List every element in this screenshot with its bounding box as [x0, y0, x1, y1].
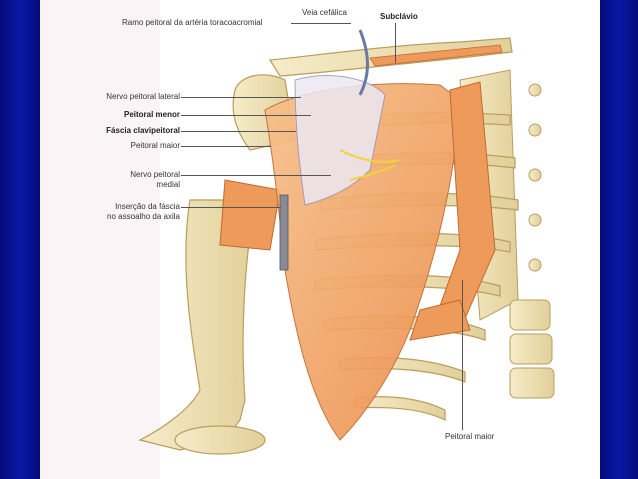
axillary-vessel-tube — [279, 194, 289, 271]
label-peitoral-menor: Peitoral menor — [123, 110, 180, 119]
humerus-distal-end — [174, 425, 266, 455]
label-nervo-peitoral-medial-1: Nervo peitoral — [130, 170, 180, 179]
label-nervo-peitoral-medial-2: medial — [156, 180, 180, 189]
right-blue-margin — [600, 0, 638, 479]
leader-peitoral-maior-bottom — [462, 280, 463, 430]
label-insercao-2: no assoalho da axila — [107, 212, 180, 221]
leader-nervo-medial — [181, 175, 331, 176]
label-nervo-peitoral-lateral: Nervo peitoral lateral — [106, 92, 180, 101]
faded-page-area — [40, 0, 160, 479]
rib-8 — [354, 396, 446, 421]
leader-nervo-lateral — [181, 97, 301, 98]
spinous-processes — [528, 83, 542, 272]
medial-pectoral-nerve — [349, 164, 396, 181]
label-ramo-peitoral: Ramo peitoral da artéria toracoacromial — [122, 18, 263, 27]
vertebra-1 — [509, 299, 551, 331]
subclavius-muscle — [369, 44, 503, 67]
leader-peitoral-maior — [181, 146, 271, 147]
leader-insercao — [181, 207, 281, 208]
leader-fascia — [181, 131, 296, 132]
leader-subclavio — [395, 23, 396, 63]
label-veia-cefalica: Veia cefálica — [302, 8, 347, 17]
humerus-bone — [138, 199, 256, 451]
vertebrae-group — [509, 299, 555, 399]
leader-peitoral-menor — [181, 115, 311, 116]
pectoralis-major-cut-lower — [409, 299, 471, 341]
cephalic-vein — [358, 29, 369, 96]
label-insercao-1: Inserção da fáscia — [115, 202, 180, 211]
label-peitoral-maior-bottom: Peitoral maior — [445, 432, 495, 441]
vertebra-2 — [509, 333, 553, 365]
vertebra-3 — [509, 367, 555, 399]
anatomy-slide: Ramo peitoral da artéria toracoacromial … — [40, 0, 600, 479]
leader-ramo — [291, 23, 351, 24]
biceps-muscle — [219, 179, 281, 251]
label-peitoral-maior: Peitoral maior — [130, 141, 180, 150]
label-fascia-clavipeitoral: Fáscia clavipeitoral — [106, 126, 180, 135]
label-subclavio: Subclávio — [380, 12, 418, 21]
lateral-pectoral-nerve — [339, 149, 401, 163]
shoulder-chest-illustration — [40, 0, 555, 479]
clavipectoral-fascia — [294, 75, 386, 206]
left-blue-margin — [0, 0, 40, 479]
